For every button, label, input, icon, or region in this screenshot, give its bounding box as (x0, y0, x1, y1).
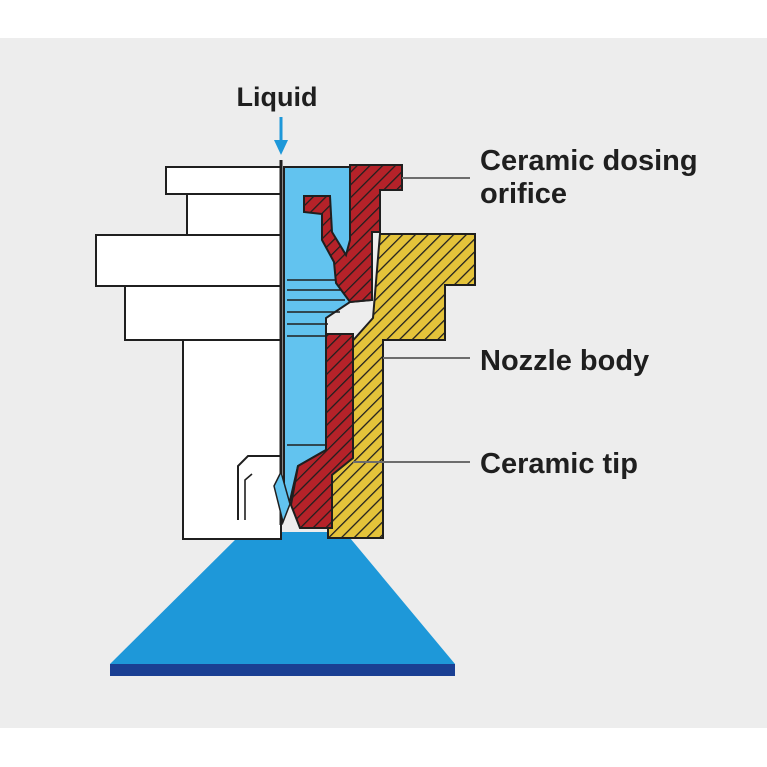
ceramic-dosing-orifice-label-line1: Ceramic dosing (480, 145, 698, 177)
channel-threads (287, 279, 345, 446)
ceramic-tip-section (289, 333, 354, 529)
liquid-arrow (274, 117, 288, 155)
ceramic-dosing-orifice-label-line2: orifice (480, 178, 567, 210)
leader-lines (353, 177, 470, 463)
spray-fan (110, 532, 455, 664)
ceramic-dosing-orifice-section (303, 164, 403, 304)
ceramic-tip-label: Ceramic tip (480, 448, 638, 480)
outlet-nib (273, 469, 291, 525)
spray-edge (110, 664, 455, 676)
liquid-label: Liquid (237, 82, 318, 112)
nozzle-body-label: Nozzle body (480, 345, 649, 377)
